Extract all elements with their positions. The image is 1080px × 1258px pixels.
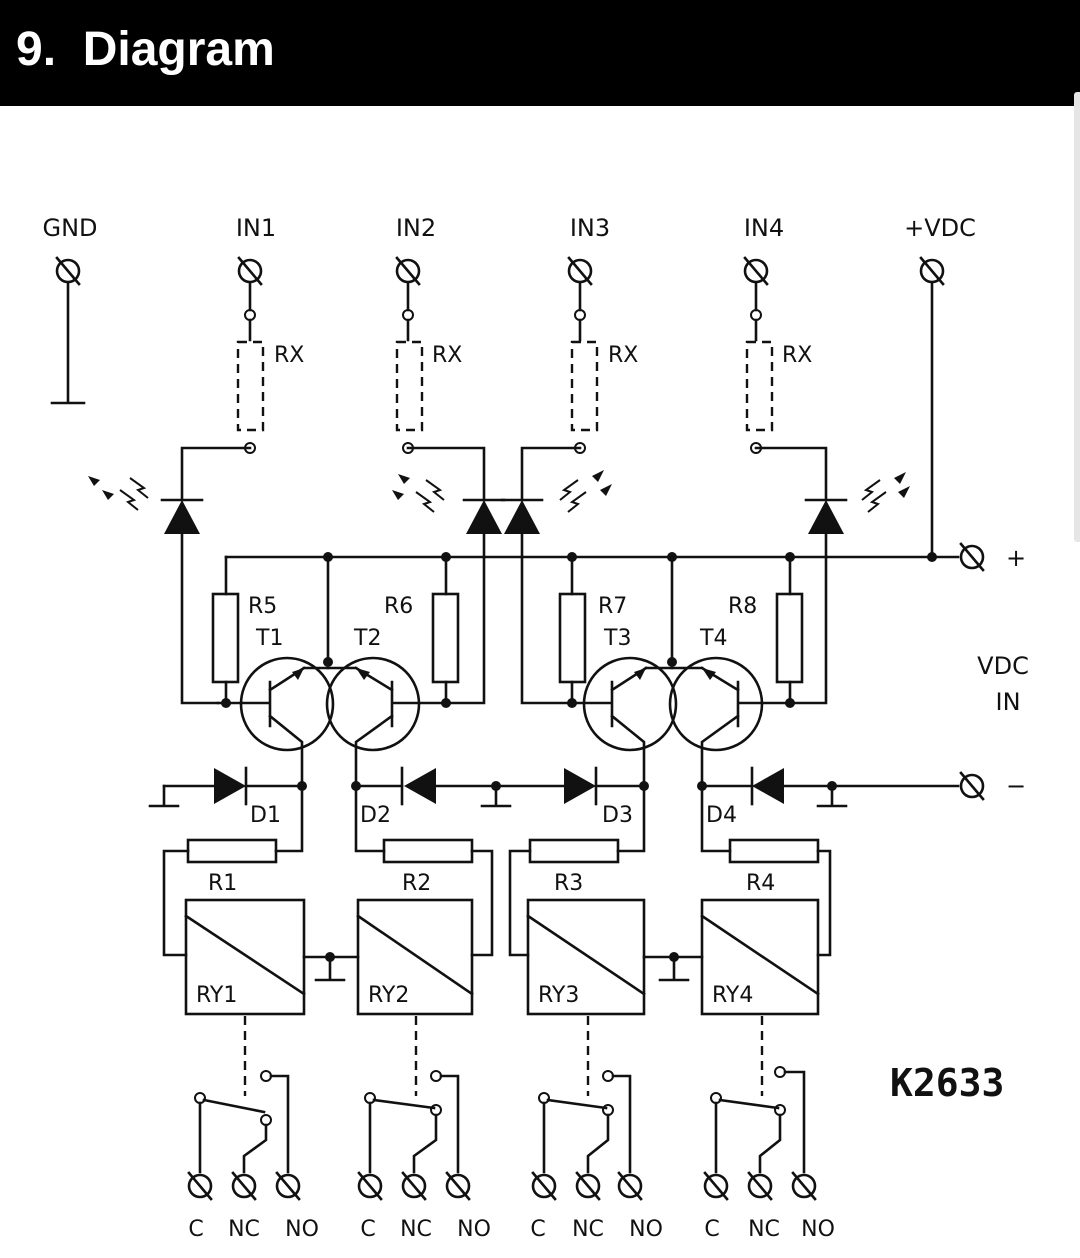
rx-label-1: RX — [274, 343, 304, 368]
r1-label: R1 — [208, 871, 237, 896]
contact-label-c-2: C — [360, 1217, 375, 1242]
r7-label: R7 — [598, 594, 627, 619]
terminal-label-vdc: +VDC — [904, 214, 976, 242]
vdc-terminal-icon[interactable] — [919, 256, 945, 286]
r6-label: R6 — [384, 594, 413, 619]
terminal-label-in1: IN1 — [236, 214, 276, 242]
c4-terminal-icon[interactable] — [703, 1171, 729, 1201]
r5-label: R5 — [248, 594, 277, 619]
contact-label-no-2: NO — [457, 1217, 491, 1242]
contact-label-no-1: NO — [285, 1217, 319, 1242]
no2-terminal-icon[interactable] — [445, 1171, 471, 1201]
in1-terminal-icon[interactable] — [237, 256, 263, 286]
r2-label: R2 — [402, 871, 431, 896]
c1-terminal-icon[interactable] — [187, 1171, 213, 1201]
nc2-terminal-icon[interactable] — [401, 1171, 427, 1201]
terminal-label-in3: IN3 — [570, 214, 610, 242]
rx-label-2: RX — [432, 343, 462, 368]
c2-terminal-icon[interactable] — [357, 1171, 383, 1201]
t1-label: T1 — [255, 626, 283, 651]
t4-label: T4 — [699, 626, 727, 651]
rx-label-4: RX — [782, 343, 812, 368]
nc1-terminal-icon[interactable] — [231, 1171, 257, 1201]
gnd-terminal-icon[interactable] — [55, 256, 81, 286]
plus-sign: + — [1006, 544, 1026, 572]
contact-label-nc-1: NC — [228, 1217, 260, 1242]
rx-label-3: RX — [608, 343, 638, 368]
r4-label: R4 — [746, 871, 775, 896]
circuit-schematic: GND IN1 IN2 IN3 IN4 +VDC RX RX RX RX — [42, 214, 1029, 1242]
terminal-label-gnd: GND — [42, 214, 97, 242]
nc4-terminal-icon[interactable] — [747, 1171, 773, 1201]
terminal-label-in2: IN2 — [396, 214, 436, 242]
in3-terminal-icon[interactable] — [567, 256, 593, 286]
d4-label: D4 — [706, 803, 737, 828]
ry1-label: RY1 — [196, 983, 237, 1008]
ry3-label: RY3 — [538, 983, 579, 1008]
minus-sign: − — [1006, 772, 1026, 800]
transistor-icons — [216, 555, 795, 788]
light-emission-icons — [88, 470, 910, 513]
d3-label: D3 — [602, 803, 633, 828]
relay-coils — [184, 898, 820, 1016]
led-icons — [160, 498, 848, 534]
c3-terminal-icon[interactable] — [531, 1171, 557, 1201]
contact-label-nc-4: NC — [748, 1217, 780, 1242]
rx-resistors — [236, 281, 774, 454]
contact-label-no-3: NO — [629, 1217, 663, 1242]
relay-contacts — [194, 1016, 806, 1174]
vdc-in-label-line2: IN — [995, 688, 1020, 716]
diode-icons — [214, 766, 784, 806]
contact-label-c-4: C — [704, 1217, 719, 1242]
terminal-label-in4: IN4 — [744, 214, 784, 242]
header-bar: 9. Diagram — [0, 0, 1080, 106]
d1-label: D1 — [250, 803, 281, 828]
minus-terminal-icon[interactable] — [959, 771, 985, 801]
no4-terminal-icon[interactable] — [791, 1171, 817, 1201]
contact-label-c-1: C — [188, 1217, 203, 1242]
ry2-label: RY2 — [368, 983, 409, 1008]
no1-terminal-icon[interactable] — [275, 1171, 301, 1201]
in4-terminal-icon[interactable] — [743, 256, 769, 286]
contact-label-no-4: NO — [801, 1217, 835, 1242]
model-code: K2633 — [890, 1061, 1004, 1105]
t2-label: T2 — [353, 626, 381, 651]
plus-terminal-icon[interactable] — [959, 542, 985, 572]
page-title: 9. Diagram — [16, 23, 275, 76]
no3-terminal-icon[interactable] — [617, 1171, 643, 1201]
nc3-terminal-icon[interactable] — [575, 1171, 601, 1201]
vdc-in-label-line1: VDC — [977, 652, 1029, 680]
r3-label: R3 — [554, 871, 583, 896]
upper-resistors — [211, 555, 804, 705]
ry4-label: RY4 — [712, 983, 753, 1008]
contact-label-nc-2: NC — [400, 1217, 432, 1242]
contact-label-nc-3: NC — [572, 1217, 604, 1242]
lower-resistors — [162, 784, 832, 957]
d2-label: D2 — [360, 803, 391, 828]
scroll-edge[interactable] — [1074, 92, 1080, 542]
contact-label-c-3: C — [530, 1217, 545, 1242]
in2-terminal-icon[interactable] — [395, 256, 421, 286]
t3-label: T3 — [603, 626, 631, 651]
r8-label: R8 — [728, 594, 757, 619]
